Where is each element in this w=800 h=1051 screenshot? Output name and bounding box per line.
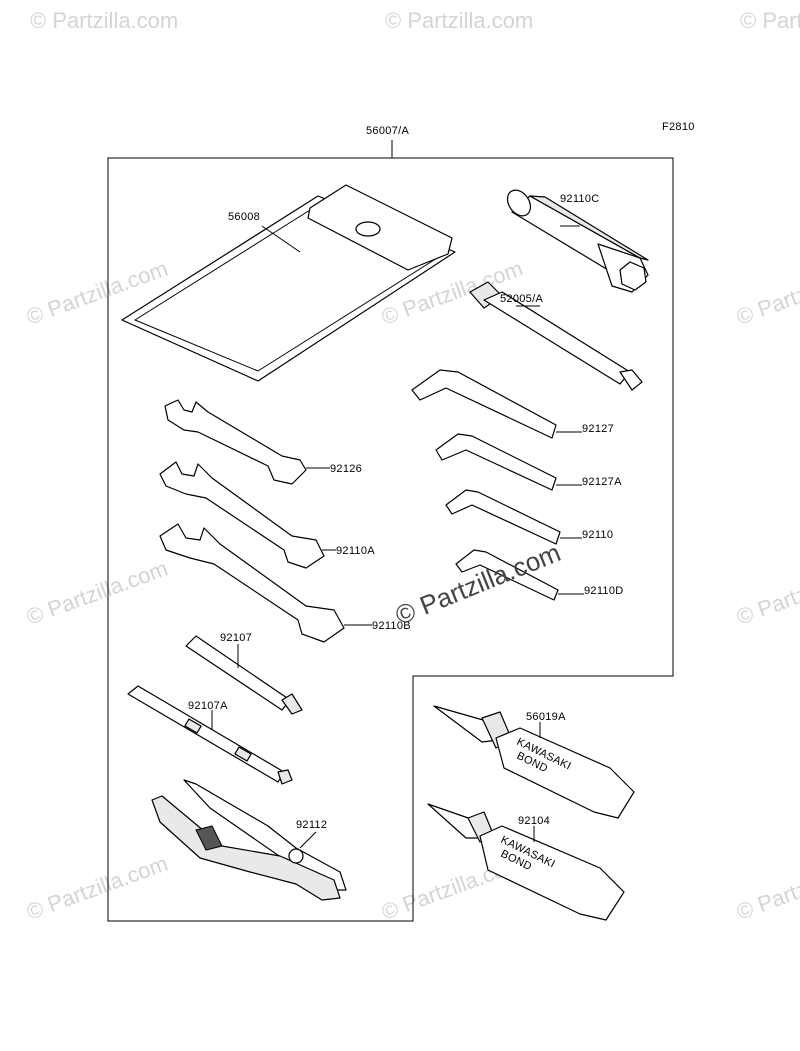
label-hex-2: 92127A (582, 476, 622, 488)
watermark: © Partzilla.com (23, 556, 171, 630)
label-hex-3: 92110 (582, 529, 613, 541)
label-wrench-3: 92110B (372, 620, 411, 632)
screwdriver: 92107A (127, 685, 293, 785)
label-bond-2: 92104 (518, 815, 550, 827)
label-pouch: 56008 (228, 211, 260, 223)
handle-bar: 52005/A (469, 281, 643, 391)
watermark: © Partzilla.com (733, 851, 800, 925)
screwdriver-bit: 92107 (185, 632, 303, 715)
label-hex-1: 92127 (582, 423, 614, 435)
plug-wrench: 92110C (506, 189, 649, 293)
kit-outline (107, 157, 674, 922)
label-bond-1: 56019A (526, 711, 566, 723)
watermark: © Partzilla.com (733, 556, 800, 630)
bond-tube-1: KAWASAKI BOND 56019A (433, 705, 635, 819)
label-wrench-2: 92110A (336, 545, 375, 557)
wrench-small: 92126 (164, 399, 362, 485)
watermark: © Partzilla.com (23, 851, 171, 925)
label-wrench-1: 92126 (330, 463, 362, 475)
tool-pouch: 56008 (121, 184, 456, 382)
figure-code: F2810 (662, 121, 695, 133)
watermark: © Partzilla.com (30, 8, 178, 33)
label-pliers: 92112 (296, 819, 327, 831)
watermark: © Partzilla.com (733, 256, 800, 330)
watermark: © Partzilla.com (385, 8, 533, 33)
hex-keys: 92127 92127A 92110 92110D (411, 369, 624, 601)
label-plug-wrench: 92110C (560, 193, 600, 205)
label-hex-4: 92110D (584, 585, 624, 597)
bond-tube-2: KAWASAKI BOND 92104 (427, 803, 625, 921)
wrench-medium: 92110A (159, 461, 375, 569)
label-kit: 56007/A (366, 125, 409, 137)
watermark-layer: © Partzilla.com © Partzilla.com © Partzi… (23, 8, 800, 925)
watermark: © Partzilla.com (740, 8, 800, 33)
label-screwdriver-bit: 92107 (220, 632, 252, 644)
wrench-large: 92110B (159, 523, 411, 643)
pliers: 92112 (151, 779, 347, 901)
label-screwdriver: 92107A (188, 700, 228, 712)
label-handle: 52005/A (500, 293, 543, 305)
